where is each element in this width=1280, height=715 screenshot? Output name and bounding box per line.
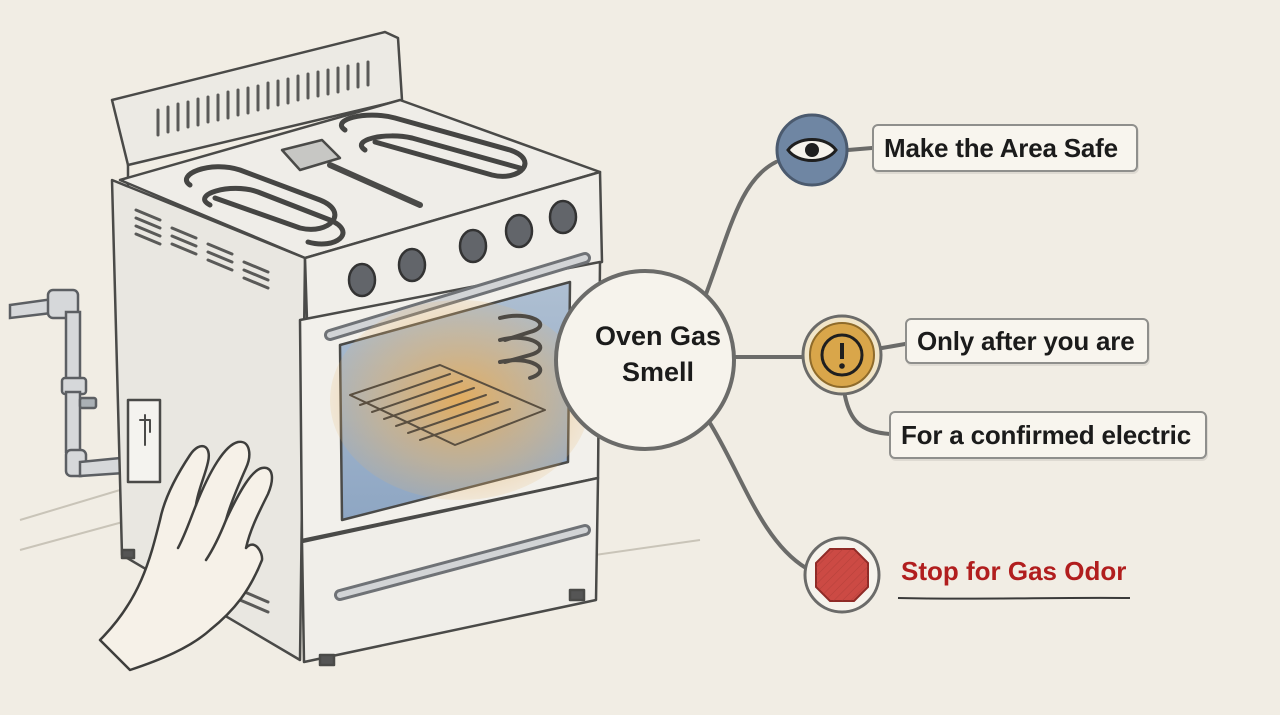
branch-label-text: For a confirmed electric [901,419,1191,450]
center-node-circle [554,269,736,451]
branch-label-text: Only after you are [917,325,1135,356]
connector-lines [704,146,907,570]
center-node-line2: Smell [621,357,695,387]
oven-illustration [110,30,604,667]
eye-icon [775,113,849,187]
center-node-label: Oven Gas Smell [560,318,756,390]
connector-to-stop [706,418,808,570]
warning-exclamation-icon [801,314,883,396]
branch-label-confirmed-electric: For a confirmed electric [889,411,1207,459]
branch-label-stop-for-gas-odor: Stop for Gas Odor [901,556,1127,586]
branch-label-only-after: Only after you are [905,318,1149,364]
branch-label-text: Make the Area Safe [884,132,1118,163]
connector-eye-to-label [846,146,874,152]
hand-illustration [98,440,274,672]
connector-warning-to-label1 [880,342,907,350]
stop-octagon-icon [803,536,881,614]
branch-label-make-area-safe: Make the Area Safe [872,124,1138,172]
stop-label-underline [897,596,1131,600]
connector-warning-to-label2 [843,394,892,436]
center-node-line1: Oven Gas [594,321,722,351]
connector-to-eye [704,160,778,296]
